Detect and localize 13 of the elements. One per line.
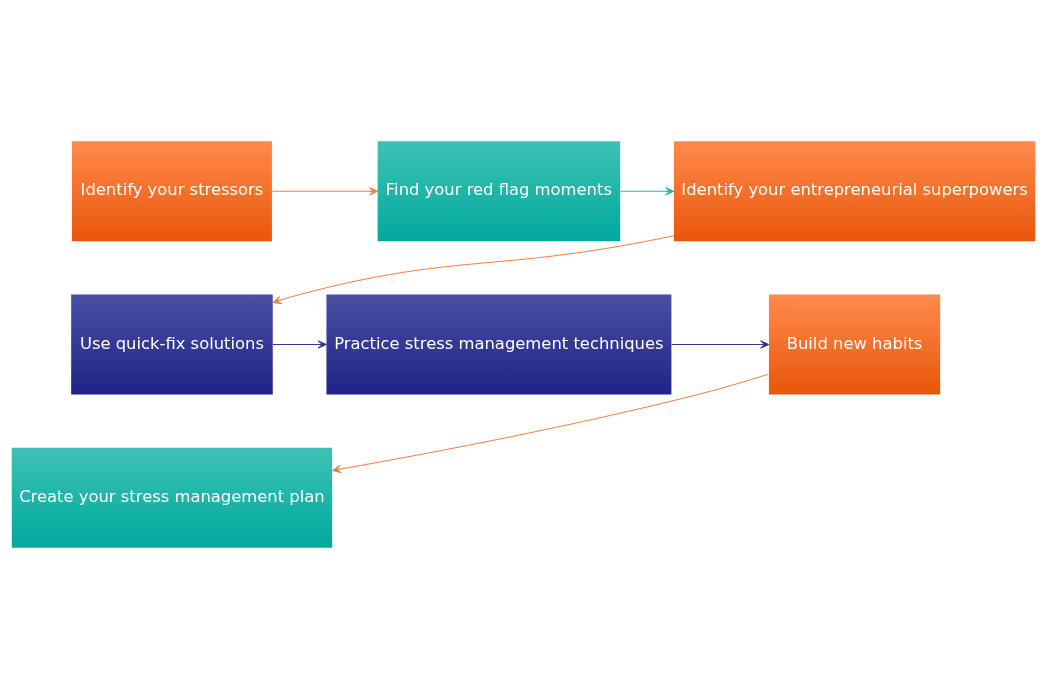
node-box: Create your stress management plan	[11, 447, 333, 548]
arrow	[671, 339, 770, 349]
node-box: Build new habits	[768, 294, 941, 394]
arrow	[331, 373, 769, 473]
node-box: Identify your stressors	[72, 140, 272, 241]
node-box: Practice stress management techniques	[326, 294, 672, 394]
arrow	[272, 234, 675, 304]
arrow	[620, 186, 675, 195]
node-box: Find your red flag moments	[377, 140, 621, 241]
arrow	[272, 339, 327, 349]
node-box: Identify your entrepreneurial superpowers	[673, 140, 1036, 241]
node-box: Use quick-fix solutions	[71, 294, 273, 394]
arrow	[271, 186, 379, 195]
